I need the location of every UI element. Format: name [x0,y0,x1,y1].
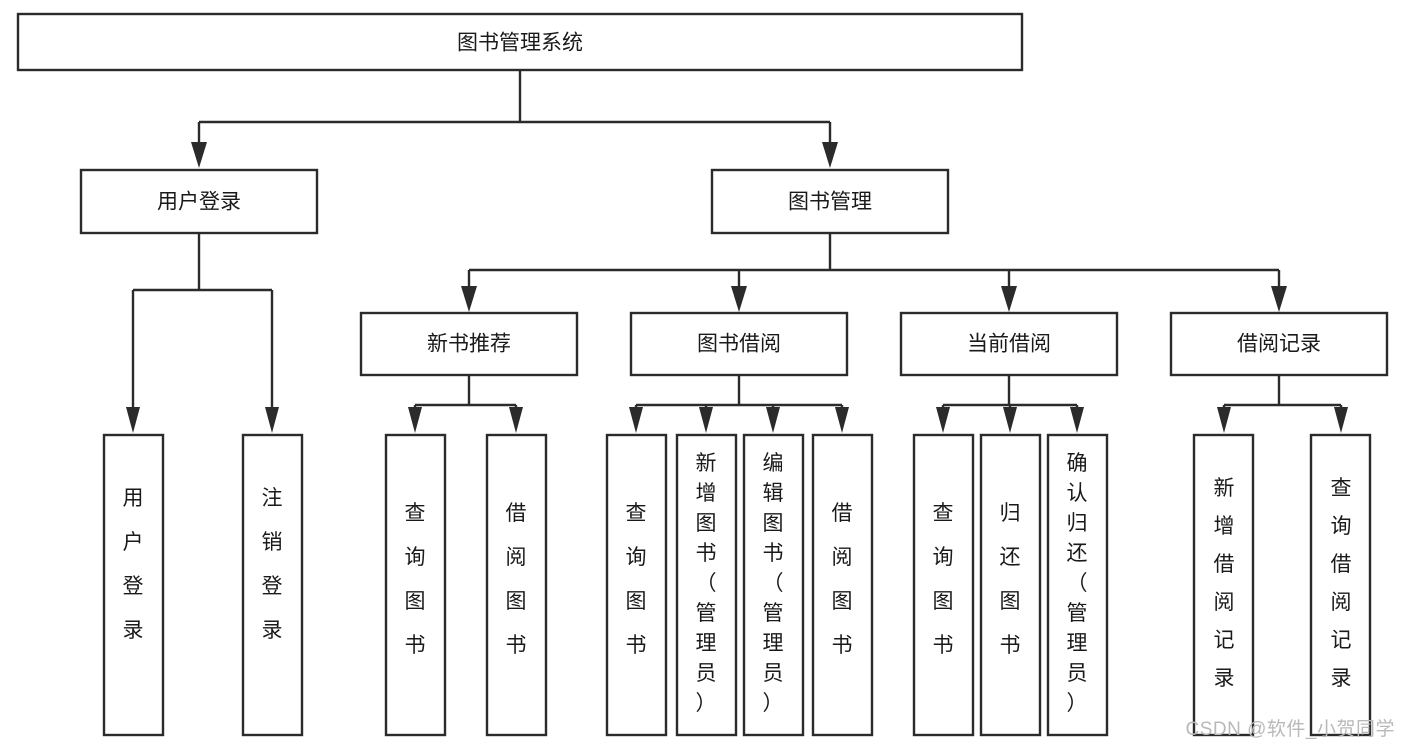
leaf-edit-book-label: 编辑图书（管理员） [763,452,784,715]
arrow-head-leaf-confirm-return [1070,407,1084,433]
node-root[interactable]: 图书管理系统 [16,12,1024,72]
leaf-borrow-book-1-box[interactable] [485,433,548,737]
node-borrow-record[interactable]: 借阅记录 [1169,311,1389,377]
arrow-head-leaf-logout-login [265,407,279,433]
leaf-borrow-book-2-label: 借阅图书 [832,502,853,657]
arrow-head-leaf-user-login [126,407,140,433]
node-borrow-record-label: 借阅记录 [1237,333,1321,356]
node-current-borrow-label: 当前借阅 [967,333,1051,356]
arrow-head-leaf-query-borrow-record [1334,407,1348,433]
leaf-user-login-label: 用户登录 [123,487,144,642]
leaf-logout-login-label: 注销登录 [262,487,283,642]
node-current-borrow-box[interactable] [899,311,1119,377]
csdn-watermark: CSDN @软件_小贺同学 [1185,719,1395,740]
leaf-add-borrow-record[interactable]: 新增借阅记录 [1192,433,1255,737]
arrow-head-current-borrow [1001,286,1017,312]
node-book-borrow-label: 图书借阅 [697,333,781,356]
node-borrow-record-box[interactable] [1169,311,1389,377]
leaf-add-book[interactable]: 新增图书（管理员） [675,433,738,737]
arrow-head-leaf-query-book-1 [408,407,422,433]
leaf-user-login[interactable]: 用户登录 [102,433,165,737]
leaf-confirm-return-box[interactable] [1046,433,1109,737]
leaf-logout-login[interactable]: 注销登录 [241,433,304,737]
leaf-query-book-1-box[interactable] [384,433,447,737]
leaf-borrow-book-1[interactable]: 借阅图书 [485,433,548,737]
connector-group-new-book-recommend-to-leaves [408,375,523,433]
leaf-query-book-3-label: 查询图书 [933,502,954,657]
leaf-query-book-2[interactable]: 查询图书 [605,433,668,737]
connector-group-root-to-level2 [191,70,838,168]
arrow-head-leaf-query-book-2 [629,407,643,433]
arrow-head-leaf-query-book-3 [936,407,950,433]
arrow-head-leaf-borrow-book-2 [835,407,849,433]
leaf-borrow-book-2[interactable]: 借阅图书 [811,433,874,737]
node-root-box[interactable] [16,12,1024,72]
arrow-head-book-borrow [731,286,747,312]
node-user-login[interactable]: 用户登录 [79,168,319,235]
arrow-head-new-book-recommend [461,286,477,312]
node-root-label: 图书管理系统 [457,32,583,55]
leaf-query-book-3[interactable]: 查询图书 [912,433,975,737]
node-book-management[interactable]: 图书管理 [710,168,950,235]
leaf-confirm-return[interactable]: 确认归还（管理员） [1046,433,1109,737]
leaf-edit-book[interactable]: 编辑图书（管理员） [742,433,805,737]
leaf-add-book-label: 新增图书（管理员） [696,452,717,715]
leaf-logout-login-box[interactable] [241,433,304,737]
node-user-login-label: 用户登录 [157,191,241,214]
arrow-head-borrow-record [1271,286,1287,312]
leaf-query-book-1[interactable]: 查询图书 [384,433,447,737]
leaf-add-borrow-record-box[interactable] [1192,433,1255,737]
connector-group-user-login-to-leaves [126,233,279,433]
node-book-borrow[interactable]: 图书借阅 [629,311,849,377]
leaf-borrow-book-2-box[interactable] [811,433,874,737]
leaf-return-book[interactable]: 归还图书 [979,433,1042,737]
leaf-return-book-box[interactable] [979,433,1042,737]
arrow-head-leaf-add-borrow-record [1217,407,1231,433]
arrow-head-leaf-return-book [1003,407,1017,433]
leaf-query-book-1-label: 查询图书 [405,502,426,657]
leaf-query-book-2-box[interactable] [605,433,668,737]
arrow-head-leaf-edit-book [766,407,780,433]
leaf-return-book-label: 归还图书 [1000,502,1021,657]
leaf-user-login-box[interactable] [102,433,165,737]
connector-group-current-borrow-to-leaves [936,375,1084,433]
leaf-query-borrow-record-label: 查询借阅记录 [1331,477,1352,690]
connector-group-book-borrow-to-leaves [629,375,849,433]
leaf-edit-book-box[interactable] [742,433,805,737]
leaf-confirm-return-label: 确认归还（管理员） [1067,452,1088,715]
node-new-book-recommend-label: 新书推荐 [427,333,511,356]
node-current-borrow[interactable]: 当前借阅 [899,311,1119,377]
arrow-head-leaf-add-book [699,407,713,433]
connector-group-book-management-to-level3 [461,233,1287,312]
arrow-head-user-login [191,142,207,168]
leaf-query-borrow-record[interactable]: 查询借阅记录 [1309,433,1372,737]
node-book-borrow-box[interactable] [629,311,849,377]
leaf-add-book-box[interactable] [675,433,738,737]
arrow-head-book-management [822,142,838,168]
connector-group-borrow-record-to-leaves [1217,375,1348,433]
node-book-management-box[interactable] [710,168,950,235]
node-new-book-recommend[interactable]: 新书推荐 [359,311,579,377]
leaf-query-book-2-label: 查询图书 [626,502,647,657]
leaf-borrow-book-1-label: 借阅图书 [506,502,527,657]
leaf-query-book-3-box[interactable] [912,433,975,737]
leaf-query-borrow-record-box[interactable] [1309,433,1372,737]
node-user-login-box[interactable] [79,168,319,235]
arrow-head-leaf-borrow-book-1 [509,407,523,433]
leaf-add-borrow-record-label: 新增借阅记录 [1214,477,1235,690]
node-new-book-recommend-box[interactable] [359,311,579,377]
node-book-management-label: 图书管理 [788,191,872,214]
